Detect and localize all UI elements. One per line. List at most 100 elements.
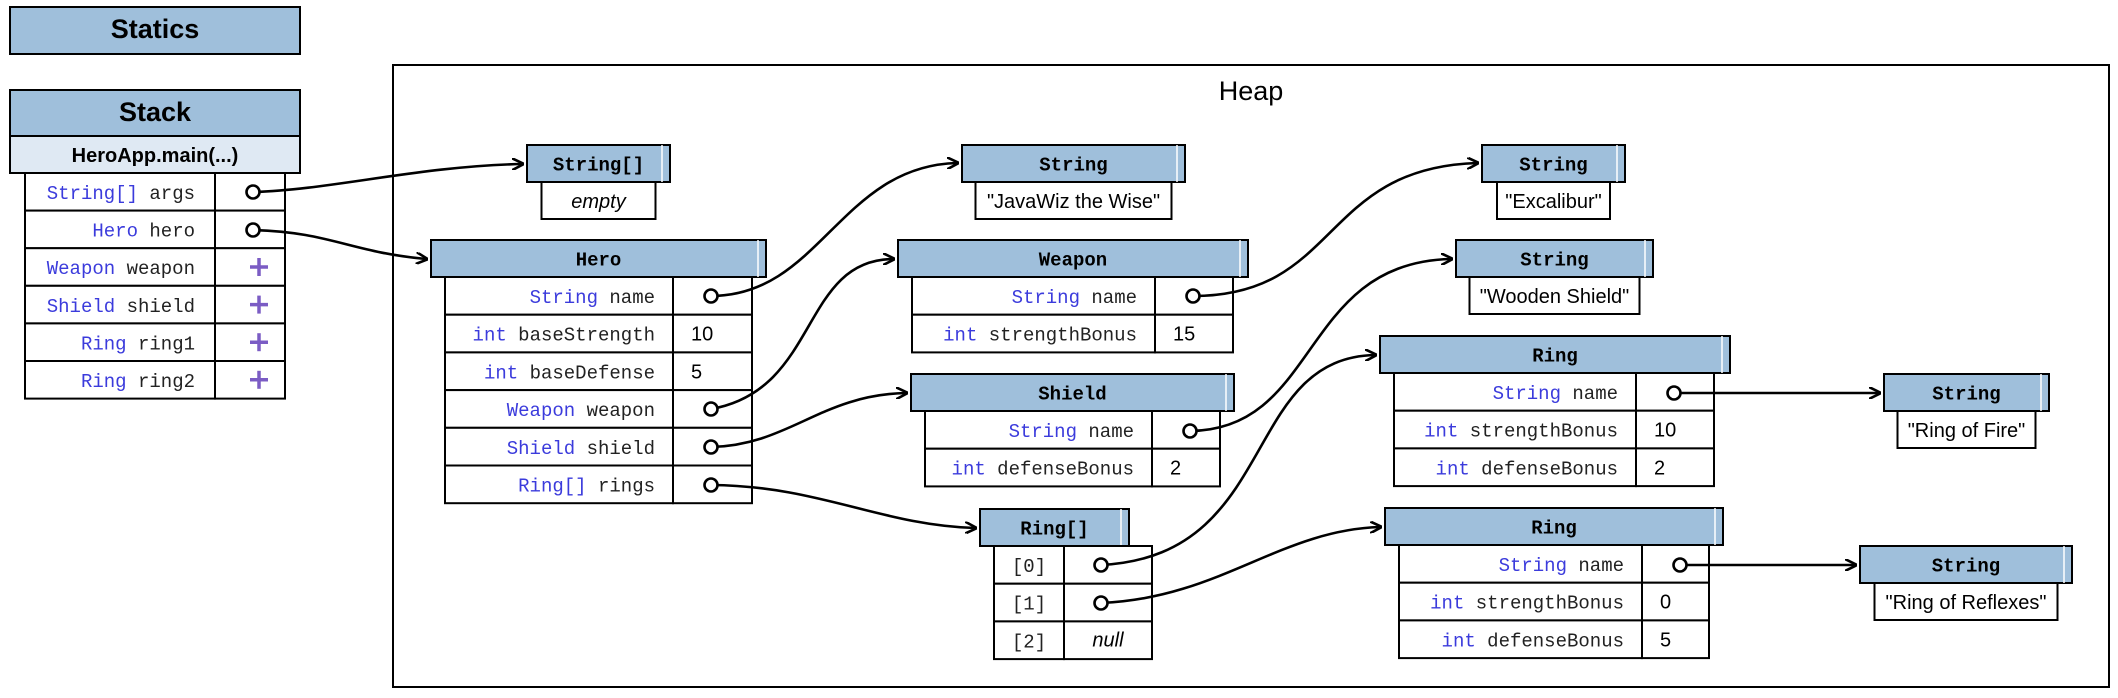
ring-array-0-ref-dot — [1093, 557, 1109, 573]
hero-name-ref-dot — [703, 288, 719, 304]
stack-var-ring2: Ring ring2 — [24, 360, 286, 400]
field-value: 0 — [1660, 592, 1671, 614]
array-value: null — [1092, 629, 1124, 651]
string-object-strExcalibur: String "Excalibur" — [1481, 144, 1626, 220]
field-value: 15 — [1173, 324, 1195, 346]
field-label: Shield shield — [507, 438, 655, 460]
hero-rings-ref-dot — [703, 477, 719, 493]
string-object-type-label: String[] — [553, 155, 644, 177]
field-name: String name — [911, 276, 1234, 316]
arrow-ring1-to-ring — [1100, 527, 1380, 605]
string-object-type-label: String — [1519, 155, 1587, 177]
field-value: 2 — [1654, 457, 1665, 479]
arrow-hero-shield-to-shield — [710, 393, 906, 449]
object-weapon-type-label: Weapon — [1039, 250, 1107, 272]
stack-var-shield: Shield shield — [24, 284, 286, 325]
field-label: int defenseBonus — [1442, 630, 1624, 652]
arrow-args-to-string-array — [252, 164, 522, 194]
field-label: int strengthBonus — [1430, 593, 1624, 615]
heap-title: Heap — [1219, 76, 1284, 106]
field-value: 5 — [691, 361, 702, 383]
string-object-type-label: String — [1520, 250, 1588, 272]
object-ringsArr: Ring[] [0] [1] [2] null — [979, 508, 1153, 661]
hero-weapon-ref-dot — [703, 401, 719, 417]
field-name: String name — [924, 410, 1221, 450]
string-object-type-label: String — [1932, 556, 2000, 578]
arrow-shield-name-to-string — [1189, 259, 1451, 433]
string-object-strArgs: String[]empty — [526, 144, 671, 220]
field-label: String name — [1493, 383, 1618, 405]
uninitialized-plus-icon — [250, 370, 268, 389]
field-strengthBonus: int strengthBonus 0 — [1398, 581, 1710, 622]
string-object-strReflexes: String "Ring of Reflexes" — [1859, 545, 2073, 621]
stack-var-hero: Hero hero — [24, 209, 286, 250]
arrow-hero-rings-to-ring-array — [710, 483, 975, 528]
array-index: [0] — [1012, 556, 1046, 578]
statics-title: Statics — [111, 14, 200, 44]
field-value: 10 — [1654, 420, 1676, 442]
field-label: String name — [1009, 421, 1134, 443]
field-shield: Shield shield — [444, 426, 753, 467]
array-slot-0: [0] — [993, 545, 1153, 585]
ring-array-1-ref-dot — [1093, 595, 1109, 611]
string-object-type-label: String — [1039, 155, 1107, 177]
weapon-name-ref-dot — [1185, 288, 1201, 304]
field-label: int strengthBonus — [1424, 421, 1618, 443]
array-slot-1: [1] — [993, 582, 1153, 623]
reference-arrows — [252, 163, 1879, 605]
stack-var-label: Shield shield — [47, 296, 195, 318]
stack-var-ring1: Ring ring1 — [24, 322, 286, 362]
field-name: String name — [1398, 544, 1710, 584]
stack-hero-ref-dot — [245, 222, 261, 238]
field-label: int defenseBonus — [1436, 458, 1618, 480]
array-index: [1] — [1012, 594, 1046, 616]
stack-panel: Stack HeroApp.main(...) String[] argsHer… — [9, 89, 301, 400]
string-value: "Ring of Fire" — [1908, 420, 2026, 442]
arrow-hero-weapon-to-weapon — [710, 259, 893, 411]
stack-var-label: Ring ring1 — [81, 333, 195, 355]
field-label: Ring[] rings — [518, 476, 655, 498]
hero-shield-ref-dot — [703, 439, 719, 455]
shield-name-ref-dot — [1182, 423, 1198, 439]
field-name: String name — [444, 276, 753, 316]
ring2-name-ref-dot — [1672, 557, 1688, 573]
arrow-weapon-name-to-string — [1192, 163, 1477, 298]
field-label: String name — [1012, 287, 1137, 309]
stack-frame-title: HeroApp.main(...) — [72, 145, 239, 167]
uninitialized-plus-icon — [250, 258, 268, 276]
stack-title: Stack — [119, 97, 192, 127]
field-label: int baseStrength — [473, 325, 655, 347]
field-label: String name — [1499, 555, 1624, 577]
object-ring2-type-label: Ring — [1531, 518, 1577, 540]
arrow-hero-to-hero-object — [252, 228, 426, 259]
array-index: [2] — [1012, 631, 1046, 653]
ring-array-type-label: Ring[] — [1020, 519, 1088, 541]
field-label: Weapon weapon — [507, 400, 655, 422]
string-value: "Ring of Reflexes" — [1886, 592, 2047, 614]
string-object-strFire: String"Ring of Fire" — [1883, 373, 2050, 449]
field-label: int baseDefense — [484, 362, 655, 384]
object-ring1-type-label: Ring — [1532, 346, 1578, 368]
arrow-hero-name-to-string — [710, 163, 957, 298]
object-hero-type-label: Hero — [576, 250, 622, 272]
array-slot-2: [2] null — [993, 620, 1153, 661]
field-value: 2 — [1170, 458, 1181, 480]
stack-var-label: Weapon weapon — [47, 258, 195, 280]
stack-var-label: Hero hero — [92, 221, 195, 243]
string-object-strWooden: String"Wooden Shield" — [1455, 239, 1654, 315]
string-value: "Excalibur" — [1505, 191, 1601, 213]
field-baseDefense: int baseDefense 5 — [444, 351, 753, 392]
uninitialized-plus-icon — [250, 295, 268, 314]
field-rings: Ring[] rings — [444, 464, 753, 505]
